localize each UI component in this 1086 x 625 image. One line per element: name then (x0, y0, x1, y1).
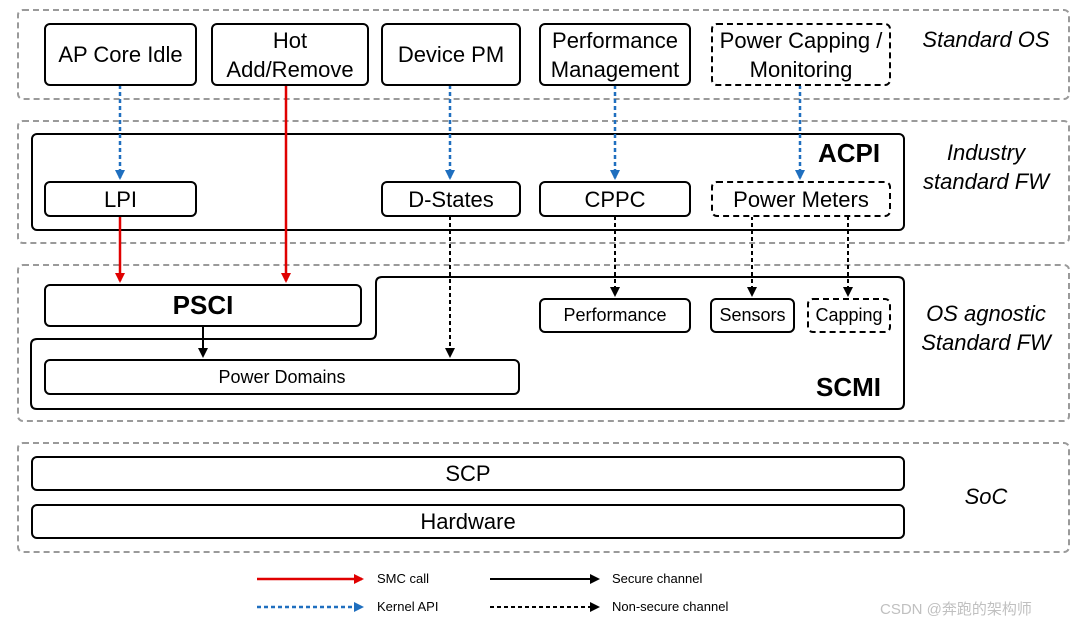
label-industry-fw: Industry standard FW (923, 140, 1049, 194)
box-lpi: LPI (44, 181, 197, 217)
scmi-outline (30, 276, 905, 410)
label-os-agnostic-fw: OS agnostic Standard FW (921, 301, 1051, 355)
legend-kernel-api: Kernel API (377, 599, 439, 614)
layer-soc (17, 442, 1070, 553)
legend-nonsecure-channel: Non-secure channel (612, 599, 729, 614)
box-performance-management: Performance Management (539, 23, 691, 86)
layer-standard-os (17, 9, 1070, 100)
box-capping: Capping (807, 298, 891, 333)
box-hot-add-remove: Hot Add/Remove (211, 23, 369, 86)
box-performance: Performance (539, 298, 691, 333)
label-soc: SoC (964, 484, 1008, 509)
label-standard-os: Standard OS (922, 27, 1050, 52)
scmi-title: SCMI (816, 372, 881, 402)
box-power-capping-monitoring: Power Capping / Monitoring (711, 23, 891, 86)
box-power-meters: Power Meters (711, 181, 891, 217)
watermark: CSDN @奔跑的架构师 (880, 601, 1032, 618)
layer-os-agnostic-fw (17, 264, 1070, 422)
box-cppc: CPPC (539, 181, 691, 217)
box-d-states: D-States (381, 181, 521, 217)
box-ap-core-idle: AP Core Idle (44, 23, 197, 86)
box-power-domains: Power Domains (44, 359, 520, 395)
legend-smc-call: SMC call (377, 571, 430, 586)
box-device-pm: Device PM (381, 23, 521, 86)
layer-industry-fw (17, 120, 1070, 244)
legend-secure-channel: Secure channel (612, 571, 703, 586)
box-psci: PSCI (44, 284, 362, 327)
box-scp: SCP (31, 456, 905, 491)
acpi-title: ACPI (818, 138, 881, 168)
box-sensors: Sensors (710, 298, 795, 333)
box-hardware: Hardware (31, 504, 905, 539)
